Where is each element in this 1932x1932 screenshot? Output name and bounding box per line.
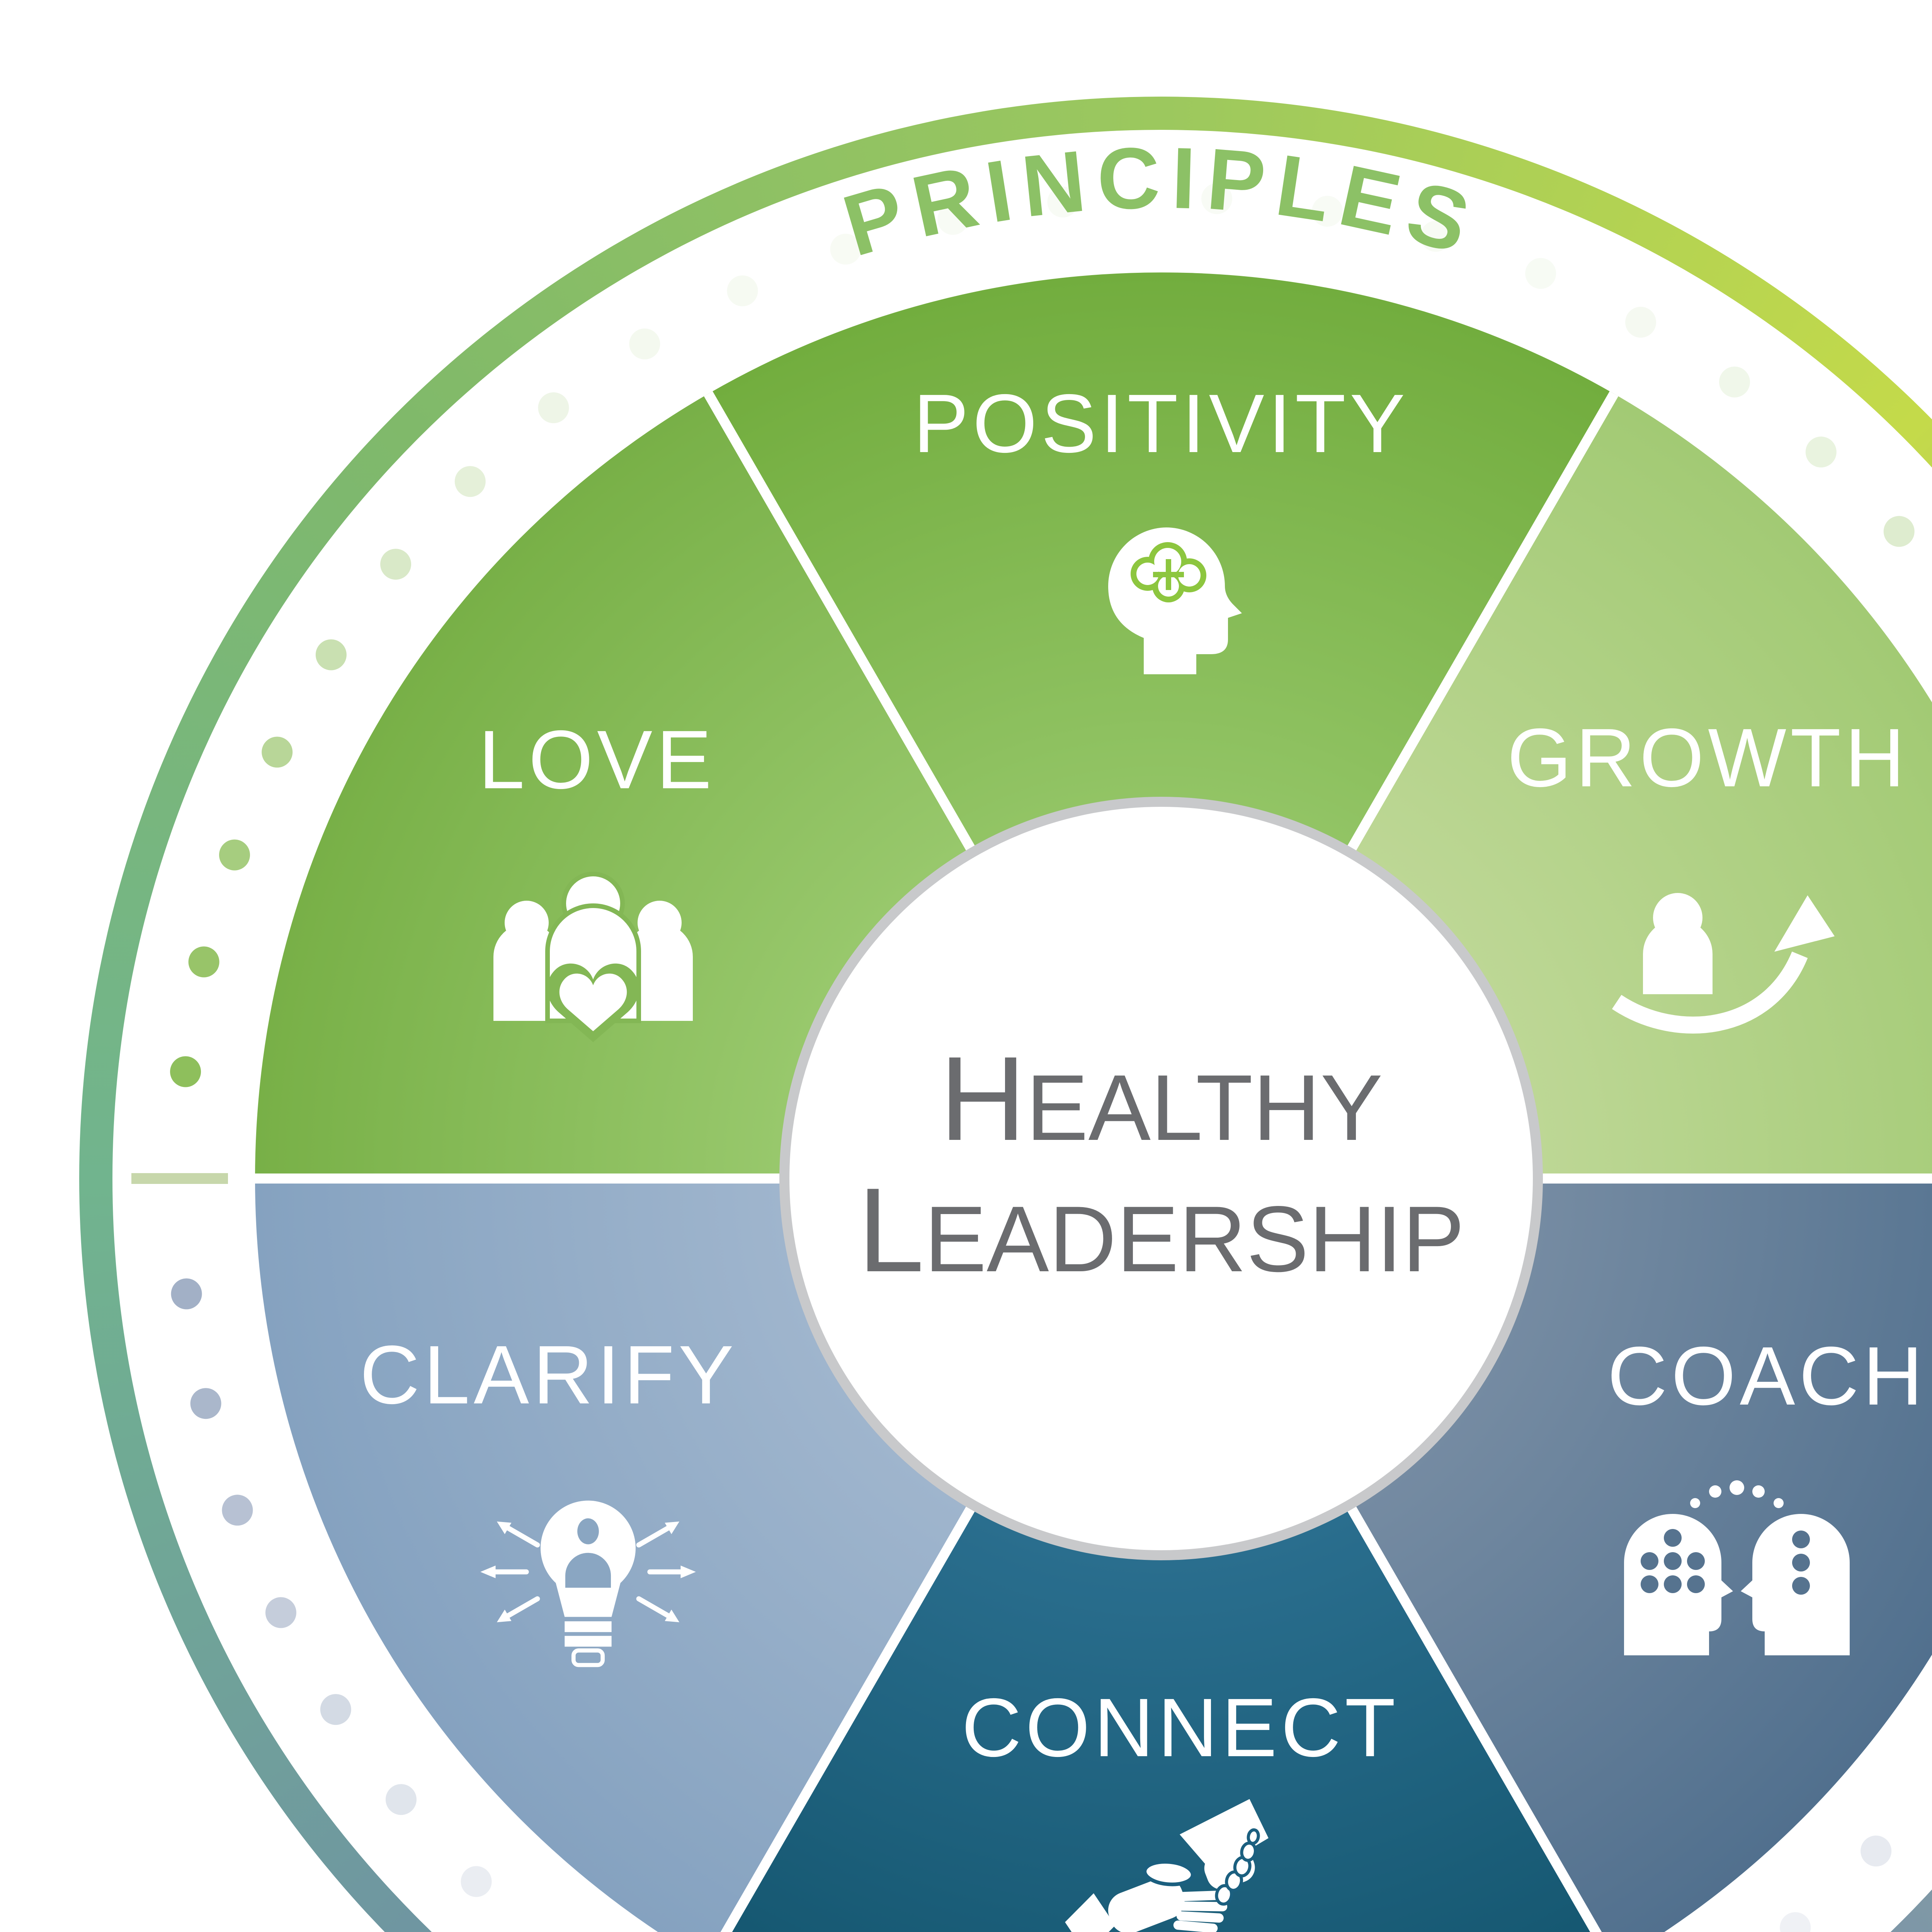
band-dot (1201, 183, 1232, 214)
band-dot (190, 1388, 221, 1419)
band-dot (380, 549, 412, 580)
segment-labels: POSITIVITY GROWTH COACH CONNECT CLARIFY … (360, 377, 1927, 1774)
growth-label: GROWTH (1507, 711, 1908, 804)
heart-icon (559, 973, 627, 1031)
handshake-knuckles (1215, 1828, 1260, 1906)
band-dot (320, 1694, 351, 1725)
band-dot (222, 1495, 253, 1526)
love-label: LOVE (478, 713, 716, 806)
band-dot (1047, 186, 1078, 218)
coach-label: COACH (1607, 1329, 1927, 1422)
band-dot (170, 1056, 201, 1087)
growth-arrow-icon (1612, 893, 1835, 1034)
clarify-rays (480, 1521, 696, 1622)
people-heart-icon (493, 872, 693, 1042)
principles-arc-label: PRINCIPLES (833, 128, 1490, 274)
left-divider-tick (131, 1173, 228, 1184)
band-dot (1625, 306, 1656, 338)
connect-label: CONNECT (961, 1681, 1399, 1774)
band-dot (1861, 1835, 1892, 1867)
brain-cloud (1131, 542, 1206, 602)
center-title-line1: HEALTHY (939, 1031, 1383, 1165)
band-dot (1805, 436, 1837, 468)
segment-positivity (708, 272, 1614, 1179)
band-dot (219, 839, 250, 871)
band-dot (1719, 366, 1750, 398)
band-dot (1420, 221, 1451, 252)
positive-mind-icon (1108, 527, 1242, 674)
coach-thought-dots (1641, 1529, 1810, 1595)
center-hub (779, 797, 1543, 1560)
handshake-icon (1065, 1799, 1269, 1932)
band-dot (262, 736, 293, 768)
band-dot (386, 1784, 417, 1815)
band-dot (1883, 516, 1915, 547)
band-dot (1525, 258, 1556, 289)
band-dot (538, 392, 569, 423)
center-title-line2: LEADERSHIP (857, 1163, 1464, 1297)
band-dot (830, 233, 861, 265)
band-dot (188, 946, 219, 978)
band-dot (171, 1278, 202, 1310)
clarify-lightbulb-icon (480, 1500, 696, 1667)
decorative-dots (170, 183, 1915, 1932)
band-dot (727, 275, 758, 306)
band-dot (1780, 1912, 1811, 1932)
band-dot (265, 1597, 296, 1628)
band-dot (1312, 196, 1343, 227)
band-dot (937, 204, 969, 235)
coaching-heads-icon (1624, 1480, 1850, 1655)
positivity-label: POSITIVITY (913, 377, 1409, 470)
band-dot (454, 466, 486, 497)
band-dot (461, 1866, 492, 1897)
band-dot (315, 639, 347, 670)
band-dot (629, 328, 660, 360)
clarify-label: CLARIFY (360, 1328, 738, 1421)
